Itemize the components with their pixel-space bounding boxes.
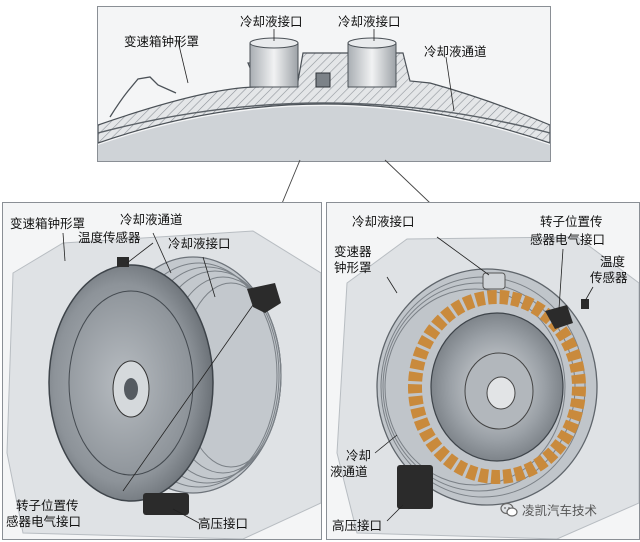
wechat-icon <box>500 502 518 517</box>
top-label-port-right: 冷却液接口 <box>338 14 401 29</box>
right-label-housing-1: 变速器 <box>334 244 372 259</box>
right-label-channel-2: 液通道 <box>330 464 368 479</box>
rotor-arc <box>98 106 550 161</box>
left-label-housing: 变速箱钟形罩 <box>10 216 86 231</box>
top-label-channel: 冷却液通道 <box>424 44 487 59</box>
watermark-text: 凌凯汽车技术 <box>522 503 598 518</box>
left-label-rotor-2: 感器电气接口 <box>6 514 82 529</box>
right-label-channel-1: 冷却 <box>346 448 372 463</box>
coolant-port-right <box>482 272 506 290</box>
hv-connector <box>143 493 189 515</box>
rotor-sensor-connector <box>247 283 281 313</box>
left-motor-panel <box>2 202 322 540</box>
right-motor-drawing <box>336 236 639 539</box>
left-label-temp: 温度传感器 <box>78 230 141 245</box>
left-label-rotor-1: 转子位置传 <box>16 498 79 513</box>
right-motor-panel <box>326 202 640 540</box>
left-label-hv: 高压接口 <box>198 516 249 531</box>
port-cylinder-left <box>249 42 299 88</box>
right-label-rotor-2: 感器电气接口 <box>530 232 606 247</box>
right-label-temp-2: 传感器 <box>590 270 628 285</box>
rotor-sensor-connector-right <box>545 305 573 329</box>
right-label-temp-1: 温度 <box>600 254 626 269</box>
bell-housing-outline <box>109 76 177 118</box>
cooling-section-drawing <box>98 29 550 161</box>
coolant-channel-line <box>98 102 550 134</box>
temp-sensor-body <box>117 257 129 267</box>
top-section-panel <box>97 6 551 162</box>
housing-wall-section <box>98 52 550 144</box>
right-label-hv: 高压接口 <box>332 518 383 533</box>
right-label-housing-2: 钟形罩 <box>334 260 372 275</box>
right-label-rotor-1: 转子位置传 <box>540 214 603 229</box>
right-label-port: 冷却液接口 <box>352 214 415 229</box>
top-label-housing: 变速箱钟形罩 <box>124 34 200 49</box>
top-label-port-left: 冷却液接口 <box>240 14 303 29</box>
temp-sensor-right <box>581 299 589 309</box>
left-label-port: 冷却液接口 <box>168 236 231 251</box>
watermark: 凌凯汽车技术 <box>500 500 597 519</box>
left-label-channel: 冷却液通道 <box>120 212 183 227</box>
stator-windings <box>408 290 586 484</box>
port-cylinder-right <box>347 42 397 88</box>
left-motor-drawing <box>6 230 321 539</box>
seal-block <box>315 72 331 88</box>
hv-connector-right <box>397 465 433 509</box>
